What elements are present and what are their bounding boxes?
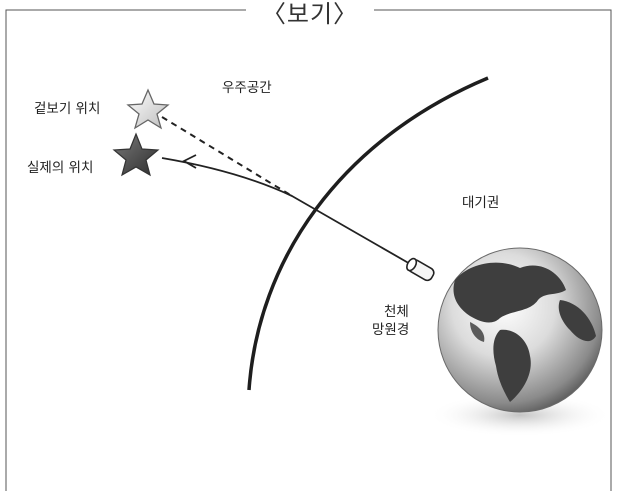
frame-border: [5, 9, 612, 491]
label-telescope-line2: 망원경: [372, 322, 410, 338]
label-apparent-position: 겉보기 위치: [34, 101, 101, 117]
apparent-ray-dashed: [161, 116, 293, 197]
globe-icon: [437, 247, 603, 413]
star-outline-icon: [126, 88, 170, 130]
label-atmosphere: 대기권: [462, 195, 500, 211]
label-actual-position: 실제의 위치: [27, 160, 94, 176]
atmosphere-boundary-arc: [247, 76, 489, 391]
globe-shadow: [428, 393, 612, 437]
light-direction-arrow: [182, 154, 197, 169]
telescope-icon: [406, 257, 435, 282]
label-space: 우주공간: [222, 80, 272, 96]
star-dark-icon: [112, 132, 160, 177]
diagram-title: 〈보기〉: [246, 0, 374, 29]
actual-light-path: [161, 157, 413, 266]
label-telescope-line1: 천체: [384, 304, 409, 320]
